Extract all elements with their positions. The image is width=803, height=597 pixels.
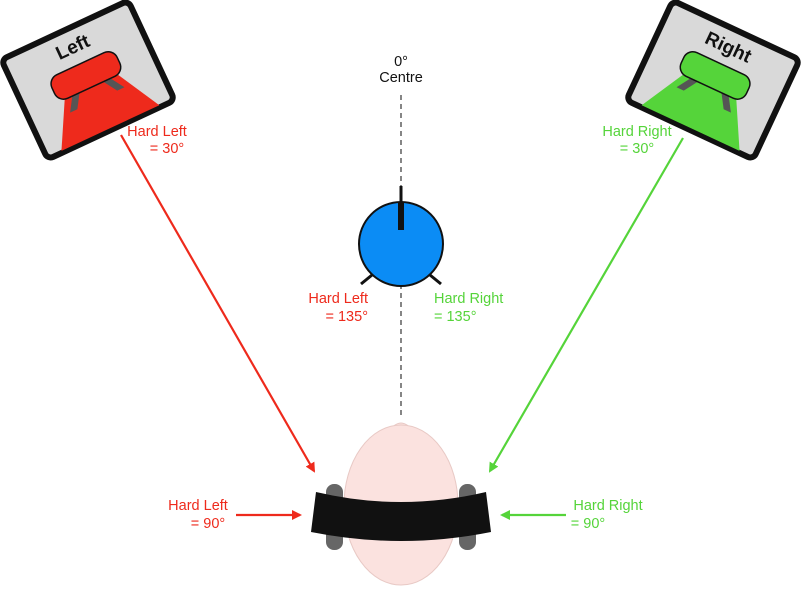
right-speaker-arrow <box>488 137 684 473</box>
knob-right-label-line2: = 135° <box>434 309 477 325</box>
left-speaker-arrow <box>120 134 315 473</box>
speaker-icon <box>50 51 160 151</box>
speaker-left-label-line1: Hard Left <box>127 124 187 140</box>
head-right-label-line2: = 90° <box>571 516 605 532</box>
speaker-icon <box>641 51 751 151</box>
centre-angle-label: 0° <box>394 54 408 70</box>
right-speaker: Right <box>625 0 801 161</box>
pan-knob-icon <box>358 186 444 287</box>
listener-head-with-headphones-icon <box>311 422 491 586</box>
left-speaker: Left <box>0 0 176 161</box>
knob-right-label-line1: Hard Right <box>434 291 503 307</box>
speaker-right-label-line2: = 30° <box>620 141 654 157</box>
head-right-label-line1: Hard Right <box>573 498 642 514</box>
head-left-label-line1: Hard Left <box>168 498 228 514</box>
head-left-label-line2: = 90° <box>191 516 225 532</box>
speaker-left-label-line2: = 30° <box>150 141 184 157</box>
headphone-band-icon <box>311 492 491 541</box>
knob-left-label-line1: Hard Left <box>308 291 368 307</box>
speaker-right-label-line1: Hard Right <box>602 124 671 140</box>
knob-left-label-line2: = 135° <box>326 309 369 325</box>
centre-name-label: Centre <box>379 70 423 86</box>
